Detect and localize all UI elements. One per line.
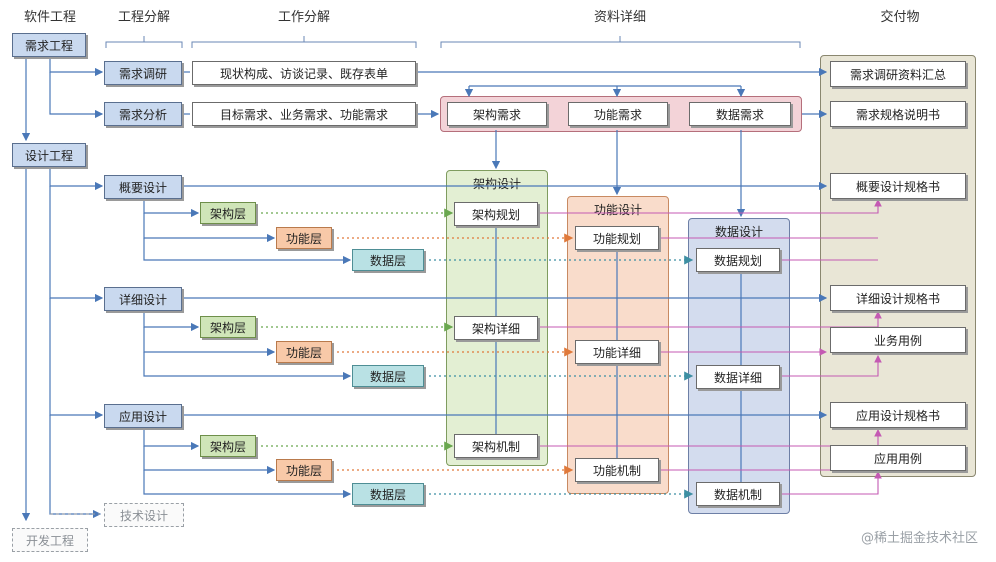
deliverable-application-spec: 应用设计规格书 [830,402,966,428]
data-design-title: 数据设计 [714,225,763,239]
detailed-design-box: 详细设计 [104,287,182,311]
header-materials: 资料详细 [593,10,646,25]
overview-function-layer: 功能层 [276,227,332,249]
data-mechanism-box: 数据机制 [696,482,780,506]
header-work-breakdown: 工作分解 [277,10,330,25]
architecture-detail-box: 架构详细 [454,316,538,340]
deliverable-overview-spec: 概要设计规格书 [830,173,966,199]
data-requirements-box: 数据需求 [689,102,791,126]
requirements-research-box: 需求调研 [104,61,182,85]
overview-architecture-layer: 架构层 [200,202,256,224]
architecture-mechanism-box: 架构机制 [454,434,538,458]
application-function-layer: 功能层 [276,459,332,481]
detailed-data-layer: 数据层 [352,365,424,387]
header-engineering-breakdown: 工程分解 [117,10,170,25]
data-detail-box: 数据详细 [696,365,780,389]
deliverable-detailed-spec: 详细设计规格书 [830,285,966,311]
requirements-analysis-box: 需求分析 [104,102,182,126]
detailed-architecture-layer: 架构层 [200,316,256,338]
application-architecture-layer: 架构层 [200,435,256,457]
function-design-title: 功能设计 [593,203,642,217]
application-data-layer: 数据层 [352,483,424,505]
data-planning-box: 数据规划 [696,248,780,272]
function-mechanism-box: 功能机制 [575,458,659,482]
technical-design-box: 技术设计 [104,503,184,527]
development-engineering-box: 开发工程 [12,528,88,552]
research-work-items: 现状构成、访谈记录、既存表单 [192,61,416,85]
deliverable-application-usecase: 应用用例 [830,445,966,471]
analysis-work-items: 目标需求、业务需求、功能需求 [192,102,416,126]
deliverable-requirements-spec: 需求规格说明书 [830,101,966,127]
deliverable-research-summary: 需求调研资料汇总 [830,61,966,87]
overview-design-box: 概要设计 [104,175,182,199]
architecture-planning-box: 架构规划 [454,202,538,226]
function-requirements-box: 功能需求 [568,102,668,126]
requirements-engineering-box: 需求工程 [12,33,86,57]
application-design-box: 应用设计 [104,404,182,428]
function-detail-box: 功能详细 [575,340,659,364]
function-planning-box: 功能规划 [575,226,659,250]
detailed-function-layer: 功能层 [276,341,332,363]
architecture-design-title: 架构设计 [472,177,521,191]
deliverable-business-usecase: 业务用例 [830,327,966,353]
overview-data-layer: 数据层 [352,249,424,271]
watermark: @稀土掘金技术社区 [860,531,978,546]
header-software: 软件工程 [23,10,76,25]
design-engineering-box: 设计工程 [12,143,86,167]
header-deliverables: 交付物 [880,10,920,25]
architecture-requirements-box: 架构需求 [447,102,547,126]
